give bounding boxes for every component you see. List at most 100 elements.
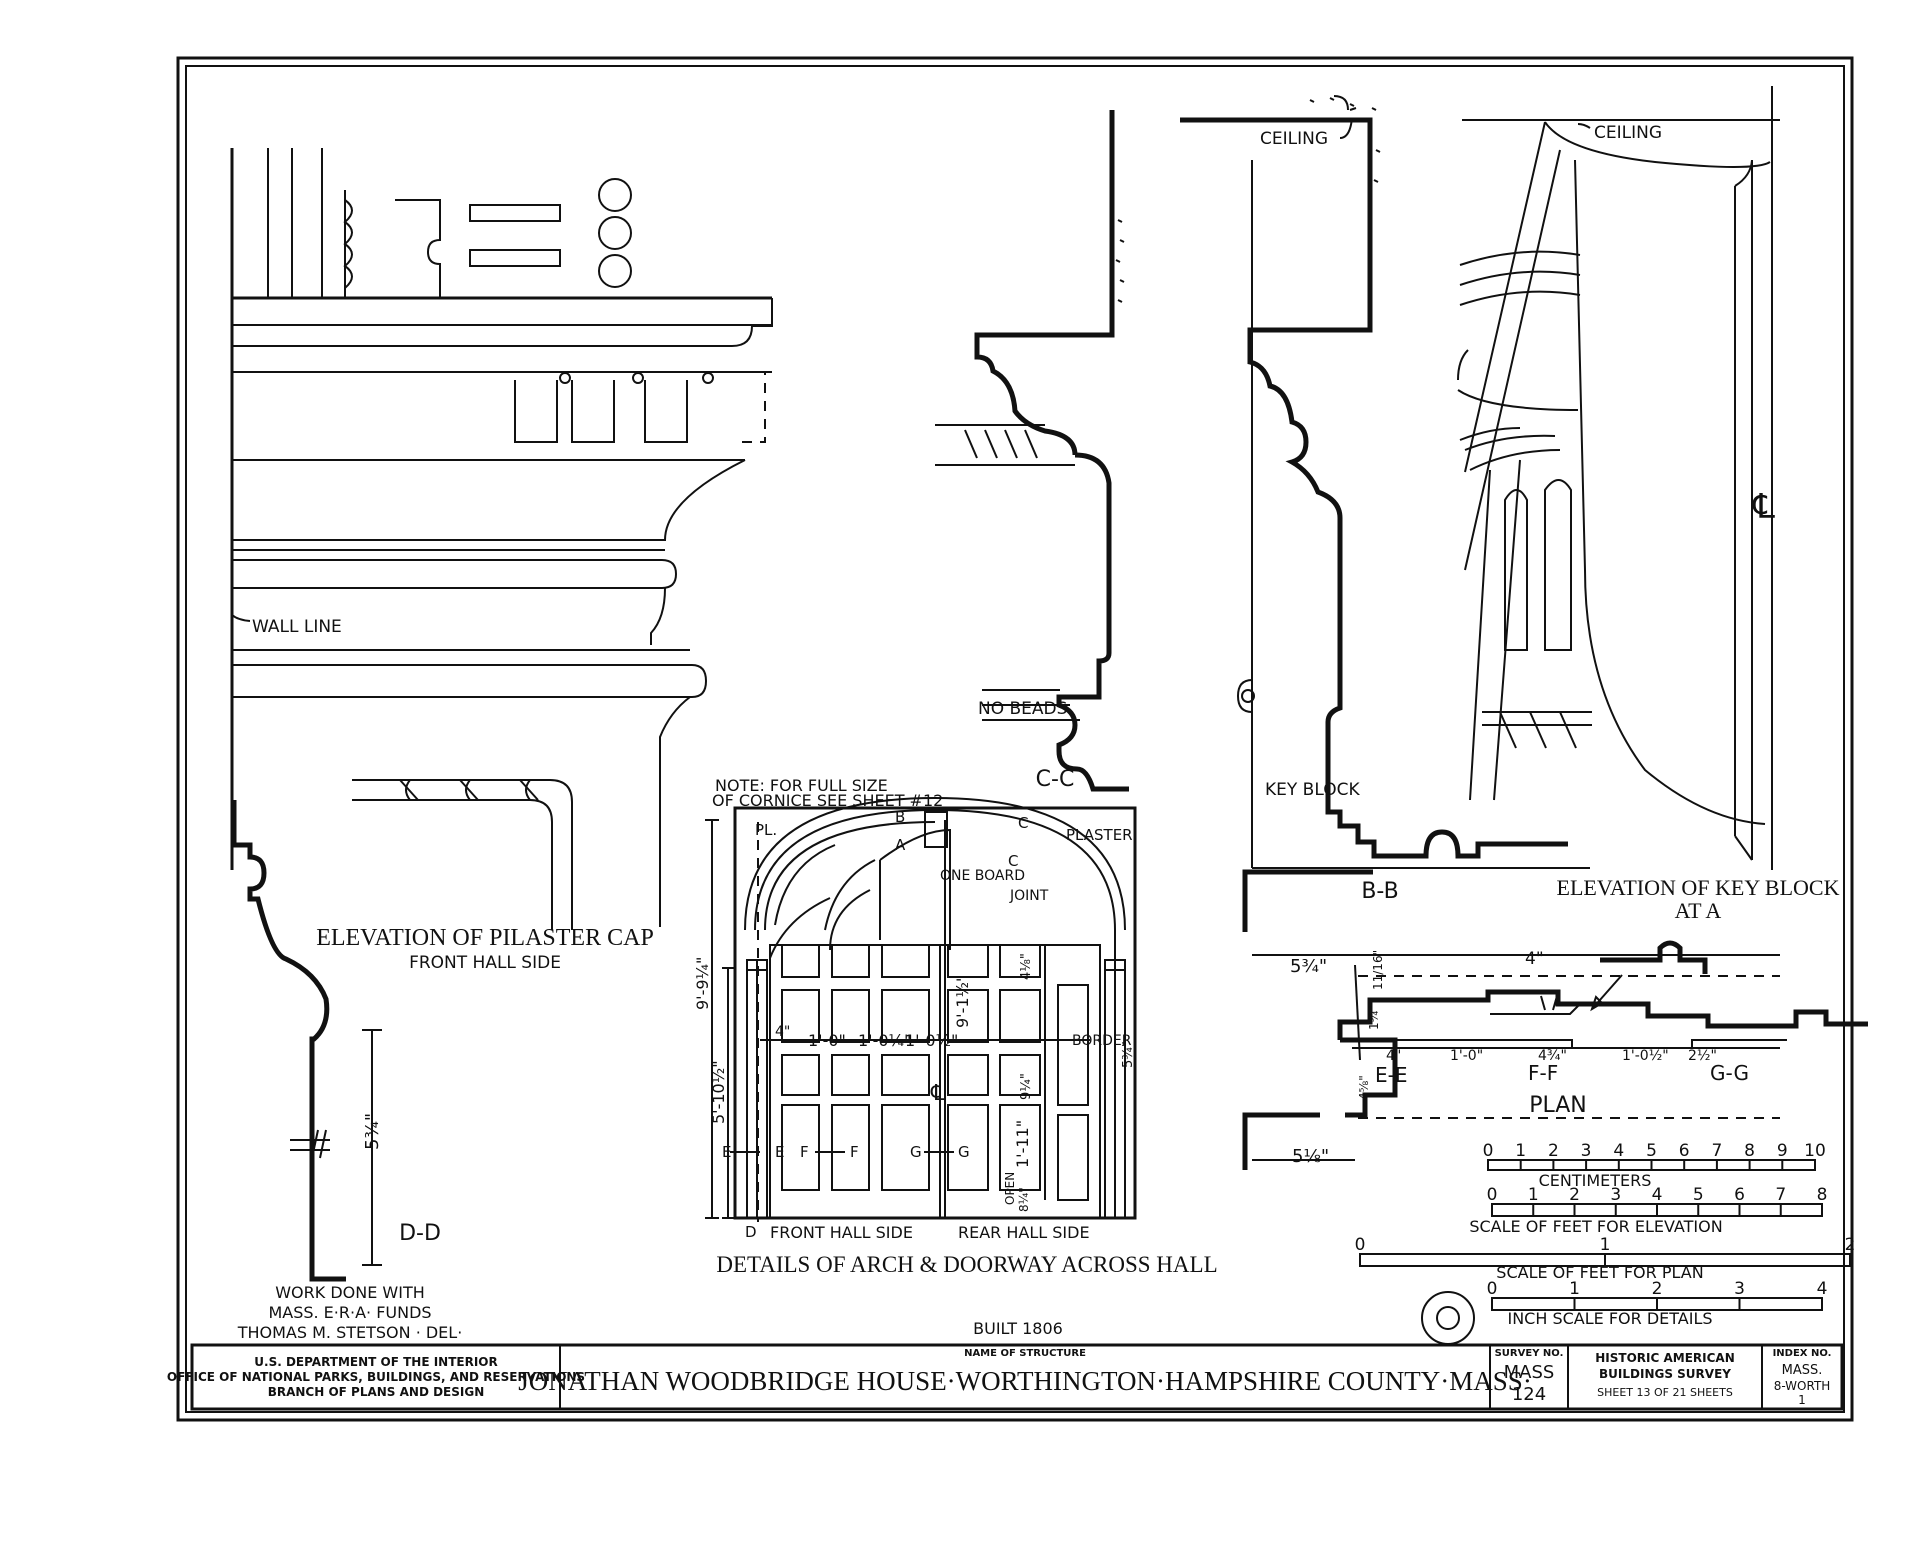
inch-scale-tick-label: 2: [1652, 1279, 1663, 1299]
dept-line-3: BRANCH OF PLANS AND DESIGN: [268, 1385, 485, 1399]
dim-w3: 1'-0½": [905, 1031, 958, 1050]
plan-scale-tick-label: 2: [1845, 1235, 1856, 1255]
credit-line-3: THOMAS M. STETSON · DEL·: [237, 1323, 463, 1342]
mark-f-right: F: [850, 1143, 859, 1161]
wall-line-label: WALL LINE: [252, 617, 342, 637]
mark-g-left: G: [910, 1143, 922, 1161]
index-line-3: 1: [1798, 1393, 1806, 1407]
plan-dim-eleven: 11/16": [1371, 950, 1385, 990]
structure-name: JONATHAN WOODBRIDGE HOUSE·WORTHINGTON·HA…: [518, 1366, 1532, 1396]
library-stamp: [1421, 1291, 1475, 1345]
pilaster-cap-subtitle: FRONT HALL SIDE: [409, 953, 561, 973]
dim-side: 5¾": [1121, 1041, 1136, 1068]
dim-height-lower: 5'-10½": [709, 1060, 728, 1124]
plan-dim-four: 4": [1525, 949, 1544, 969]
cm-scale-tick-label: 3: [1581, 1141, 1592, 1161]
elev-scale-tick-label: 5: [1693, 1185, 1704, 1205]
mark-f-left: F: [800, 1143, 809, 1161]
title-block: U.S. DEPARTMENT OF THE INTERIOR OFFICE O…: [167, 1343, 1844, 1411]
sheet-number: SHEET 13 OF 21 SHEETS: [1597, 1386, 1733, 1399]
bb-ceiling-label: CEILING: [1260, 129, 1328, 149]
index-line-1: MASS.: [1782, 1363, 1823, 1378]
one-board-label: ONE BOARD: [940, 868, 1025, 884]
cm-scale-tick-label: 4: [1613, 1141, 1624, 1161]
dim-door-height: 9'-1½": [953, 975, 972, 1028]
mark-e-right: E: [775, 1143, 784, 1161]
cm-scale-tick-label: 0: [1483, 1141, 1494, 1161]
cm-scale-tick-label: 2: [1548, 1141, 1559, 1161]
elev-scale-tick-label: 0: [1487, 1185, 1498, 1205]
mark-c: C: [1008, 852, 1018, 870]
dept-line-1: U.S. DEPARTMENT OF THE INTERIOR: [254, 1355, 497, 1369]
dim-panel: 1'-11": [1013, 1120, 1032, 1168]
inner-border: [185, 65, 1845, 1413]
elev-scale-tick-label: 8: [1817, 1185, 1828, 1205]
plan-dim-thirteen: 1¾": [1367, 1005, 1381, 1030]
credits: WORK DONE WITH MASS. E·R·A· FUNDS THOMAS…: [237, 1283, 1475, 1345]
credit-line-2: MASS. E·R·A· FUNDS: [268, 1303, 431, 1322]
habs-line-1: HISTORIC AMERICAN: [1595, 1351, 1735, 1365]
mark-a: A: [895, 836, 906, 854]
key-block-title-2: AT A: [1675, 898, 1722, 923]
elev-scale-tick-label: 6: [1734, 1185, 1745, 1205]
section-ff-mark: F-F: [1528, 1061, 1558, 1085]
cc-title: C-C: [1036, 767, 1075, 792]
dept-line-2: OFFICE OF NATIONAL PARKS, BUILDINGS, AND…: [167, 1370, 585, 1384]
dim-rail: 9¼": [1019, 1073, 1034, 1100]
key-block-label: KEY BLOCK: [1265, 780, 1360, 800]
mark-c-top: C: [1018, 814, 1028, 832]
plan-dim-one-half: 1'-0½": [1622, 1048, 1669, 1064]
elev-scale-label: SCALE OF FEET FOR ELEVATION: [1469, 1217, 1722, 1236]
dim-w1: 1'-0": [808, 1031, 846, 1050]
elev-scale-tick-label: 2: [1569, 1185, 1580, 1205]
elev-scale-tick-label: 1: [1528, 1185, 1539, 1205]
pilaster-cap-elevation: WALL LINE ELEVATION OF PILASTER CAP FRON…: [230, 148, 773, 973]
dim-bottom: 8¼": [1017, 1187, 1031, 1212]
board-label: BORDER: [1072, 1033, 1132, 1049]
dim-4: 4": [775, 1024, 790, 1040]
plan-scale-tick-label: 1: [1600, 1235, 1611, 1255]
dd-dim: 5¾": [362, 1113, 383, 1150]
plan-dim-top-left: 5¾": [1290, 956, 1327, 977]
cm-scale-tick-label: 10: [1804, 1141, 1826, 1161]
dim-w2: 1'-0¼": [858, 1031, 911, 1050]
survey-no-line-1: MASS: [1504, 1362, 1555, 1383]
cm-scale-tick-label: 9: [1777, 1141, 1788, 1161]
dim-height-total: 9'-9¼": [693, 957, 712, 1010]
mark-b: B: [895, 808, 905, 826]
inch-scale-label: INCH SCALE FOR DETAILS: [1507, 1309, 1712, 1328]
front-hall-label: FRONT HALL SIDE: [770, 1223, 913, 1242]
joint-label: JOINT: [1009, 888, 1049, 904]
index-line-2: 8-WORTH: [1774, 1379, 1831, 1393]
pl-label: PL.: [755, 821, 777, 839]
mark-g-right: G: [958, 1143, 970, 1161]
dd-title: D-D: [399, 1221, 441, 1246]
outer-border: [176, 56, 1854, 1422]
elev-scale-tick-label: 3: [1610, 1185, 1621, 1205]
no-beads-label: NO BEADS: [978, 699, 1067, 719]
kb-ceiling-label: CEILING: [1594, 123, 1662, 143]
centerline-mark: ℄: [1752, 489, 1775, 526]
cm-scale-tick-label: 1: [1515, 1141, 1526, 1161]
plan-dim-bottom-left: 5⅛": [1292, 1146, 1329, 1167]
door-centerline: ℄: [930, 1080, 946, 1105]
mark-e-left: E: [722, 1143, 731, 1161]
key-block-title-1: ELEVATION OF KEY BLOCK: [1557, 875, 1840, 900]
graphic-scales: CENTIMETERS SCALE OF FEET FOR ELEVATION …: [1355, 1141, 1856, 1328]
section-cc: NO BEADS C-C: [935, 110, 1129, 792]
survey-no-label: SURVEY NO.: [1495, 1348, 1564, 1359]
doorway-plan: 5¾" 4" 11/16" 1¾" 4" 1'-0" 4¾" 1'-0½" 2½…: [1242, 869, 1868, 1170]
plan-dim-five: 4⅝": [1357, 1075, 1371, 1100]
index-no-label: INDEX NO.: [1773, 1348, 1832, 1359]
dim-open: OPEN: [1003, 1172, 1017, 1205]
section-gg-mark: G-G: [1710, 1061, 1749, 1085]
arch-doorway-details: NOTE: FOR FULL SIZE OF CORNICE SEE SHEET…: [693, 776, 1218, 1277]
plan-scale-label: SCALE OF FEET FOR PLAN: [1496, 1263, 1703, 1282]
note-line-2: OF CORNICE SEE SHEET #12: [712, 791, 943, 810]
rear-hall-label: REAR HALL SIDE: [958, 1223, 1090, 1242]
section-ee-mark: E-E: [1375, 1063, 1408, 1087]
inch-scale-tick-label: 0: [1487, 1279, 1498, 1299]
section-bb: CEILING KEY BLOCK B-B: [1180, 95, 1592, 904]
elev-scale-tick-label: 4: [1652, 1185, 1663, 1205]
